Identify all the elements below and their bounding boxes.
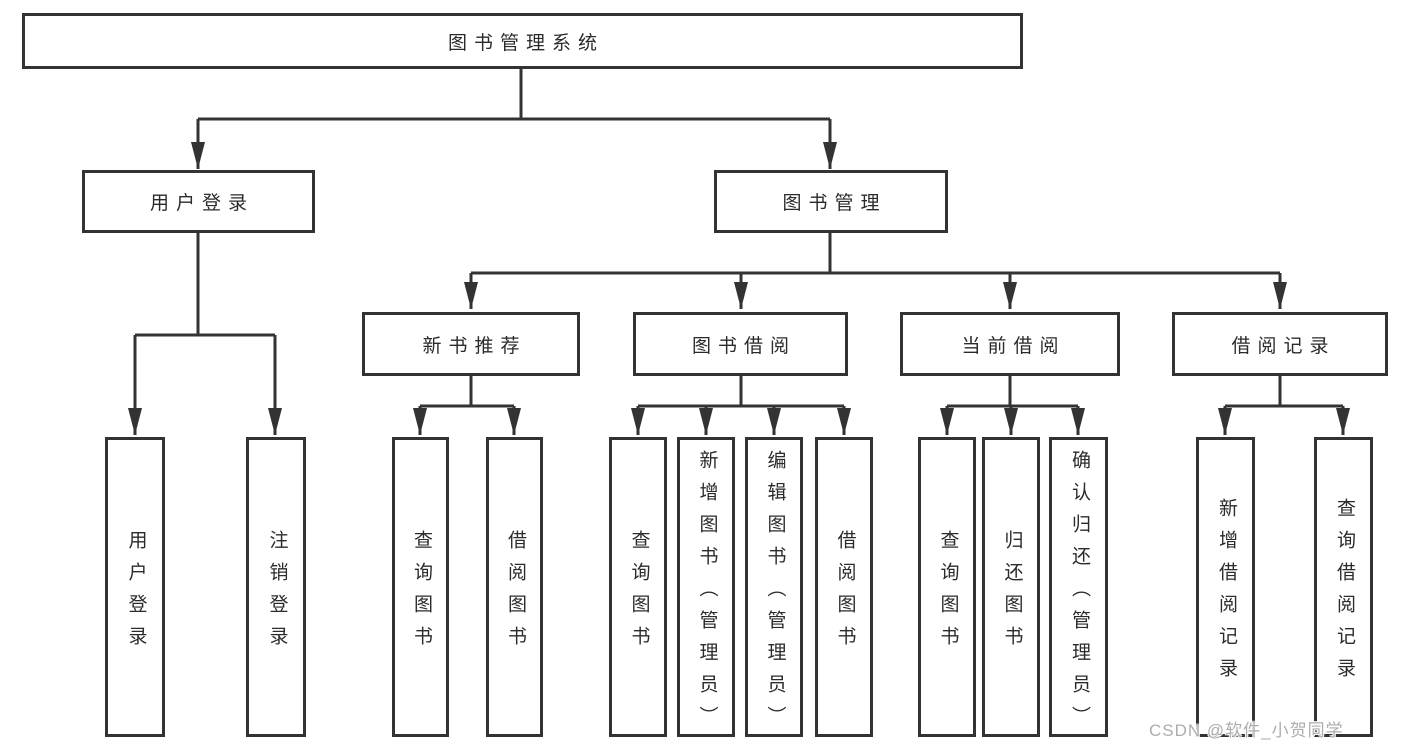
node-label: 归还图书 <box>1001 529 1023 658</box>
leaf-query-books-current: 查询图书 <box>918 437 976 737</box>
node-label: 当前借阅 <box>961 335 1066 357</box>
node-label: 查询图书 <box>628 529 650 658</box>
node-label: 借阅图书 <box>834 529 856 658</box>
node-borrowing-records: 借阅记录 <box>1172 312 1388 376</box>
node-label: 新增借阅记录 <box>1215 497 1237 690</box>
node-current-borrowing: 当前借阅 <box>900 312 1120 376</box>
node-label: 图书借阅 <box>691 335 796 357</box>
node-label: 用户登录 <box>125 529 147 658</box>
node-label: 图书管理 <box>782 193 887 214</box>
leaf-user-login: 用户登录 <box>105 437 165 737</box>
node-label: 查询借阅记录 <box>1333 497 1355 690</box>
watermark: CSDN @软件_小贺同学 <box>1149 721 1344 740</box>
node-label: 编辑图书（管理员） <box>764 449 786 738</box>
node-book-management: 图书管理 <box>714 170 948 233</box>
node-library-management-system: 图书管理系统 <box>22 13 1023 69</box>
node-label: 新书推荐 <box>422 335 527 357</box>
node-book-borrowing: 图书借阅 <box>633 312 848 376</box>
leaf-add-borrow-record: 新增借阅记录 <box>1196 437 1255 737</box>
node-label: 查询图书 <box>937 529 959 658</box>
node-new-book-recommendation: 新书推荐 <box>362 312 580 376</box>
leaf-confirm-return-admin: 确认归还（管理员） <box>1049 437 1108 738</box>
node-label: 借阅记录 <box>1231 335 1336 357</box>
node-label: 用户登录 <box>149 193 254 214</box>
node-label: 图书管理系统 <box>447 32 604 54</box>
leaf-query-books-borrowing: 查询图书 <box>609 437 667 737</box>
leaf-edit-books-admin: 编辑图书（管理员） <box>745 437 803 738</box>
node-user-login: 用户登录 <box>82 170 315 233</box>
leaf-borrow-books-recommend: 借阅图书 <box>486 437 543 737</box>
leaf-query-books-recommend: 查询图书 <box>392 437 449 737</box>
leaf-return-books: 归还图书 <box>982 437 1040 737</box>
node-label: 借阅图书 <box>504 529 526 658</box>
leaf-borrow-books-borrowing: 借阅图书 <box>815 437 873 737</box>
leaf-logout: 注销登录 <box>246 437 306 737</box>
node-label: 查询图书 <box>410 529 432 658</box>
leaf-query-borrow-record: 查询借阅记录 <box>1314 437 1373 737</box>
node-label: 确认归还（管理员） <box>1068 449 1090 738</box>
node-label: 新增图书（管理员） <box>696 449 718 738</box>
node-label: 注销登录 <box>266 529 288 658</box>
leaf-add-books-admin: 新增图书（管理员） <box>677 437 735 738</box>
